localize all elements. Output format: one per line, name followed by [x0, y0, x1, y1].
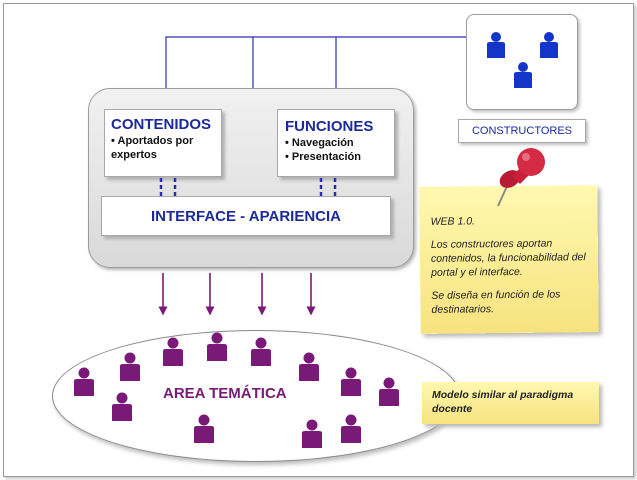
- contenidos-title: CONTENIDOS: [111, 116, 212, 133]
- contenidos-box: CONTENIDOS • Aportados por expertos: [104, 109, 222, 177]
- funciones-title: FUNCIONES: [285, 118, 374, 135]
- area-label: AREA TEMÁTICA: [163, 385, 287, 402]
- constructors-label: CONSTRUCTORES: [458, 119, 586, 143]
- funciones-box: FUNCIONES • Navegación • Presentación: [277, 109, 395, 177]
- contenidos-bullet-line-2: expertos: [111, 149, 157, 161]
- model-note: Modelo similar al paradigma docente: [422, 382, 599, 424]
- funciones-bullet-1: • Navegación: [285, 137, 354, 149]
- contenidos-bullet-line-1: • Aportados por: [111, 135, 194, 147]
- interface-bar: INTERFACE - APARIENCIA: [101, 196, 391, 236]
- model-note-line-1: Modelo similar al paradigma: [432, 389, 574, 401]
- constructors-box: [466, 14, 578, 110]
- area-arrows: [158, 273, 316, 316]
- funciones-bullet-2: • Presentación: [285, 151, 361, 163]
- model-note-line-2: docente: [432, 403, 473, 415]
